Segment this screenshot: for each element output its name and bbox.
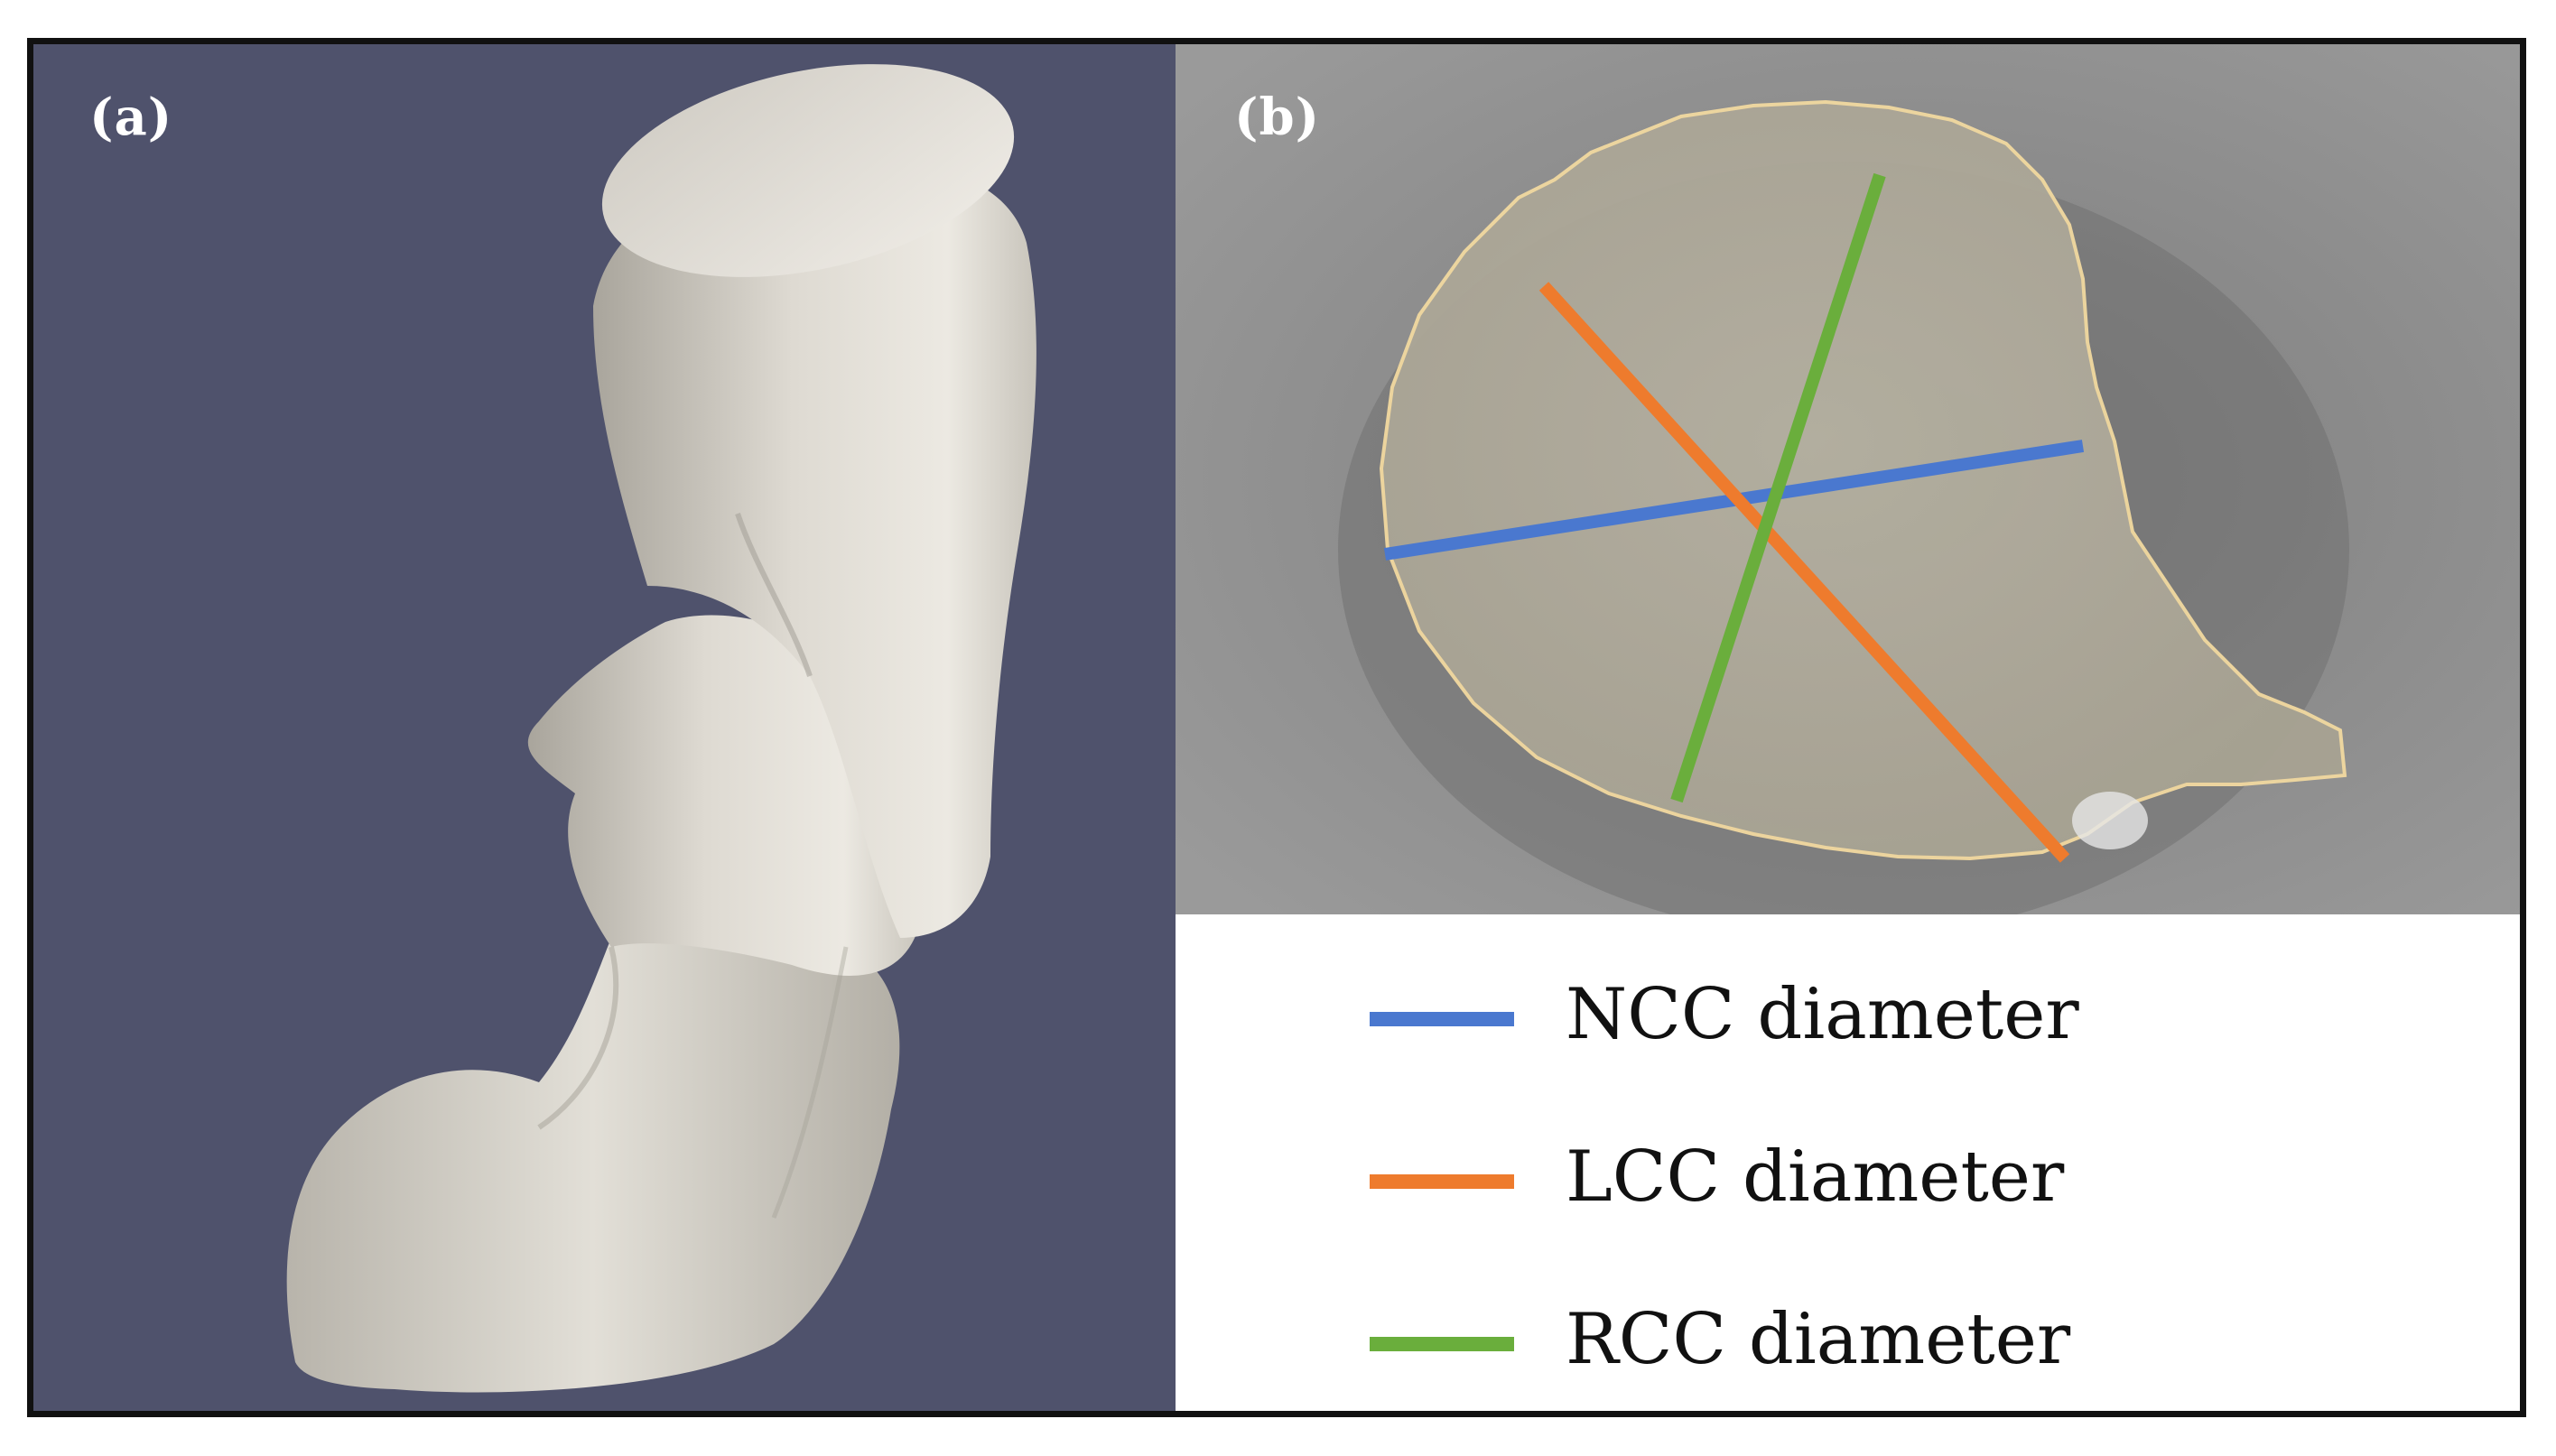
figure-frame: (a) (27, 38, 2526, 1417)
model-upper-tube (593, 161, 1036, 938)
legend-item-ncc: NCC diameter (1176, 969, 2520, 1068)
rcc-diameter-line (1670, 172, 1886, 803)
legend-swatch-lcc (1370, 1174, 1514, 1189)
legend-label-ncc: NCC diameter (1566, 974, 2079, 1055)
panel-a-3d-model: (a) (33, 44, 1176, 1411)
panel-b-ct-slice: (b) (1176, 44, 2520, 914)
model-lower-lobe (286, 923, 900, 1393)
legend-label-rcc: RCC diameter (1566, 1299, 2071, 1380)
model-top-cap (601, 64, 1015, 277)
lcc-diameter-line (1538, 282, 2070, 863)
legend: NCC diameter LCC diameter RCC diameter (1176, 914, 2520, 1411)
ct-cross-section (1176, 44, 2520, 914)
panel-a-label: (a) (89, 88, 173, 147)
legend-swatch-ncc (1370, 1012, 1514, 1026)
legend-label-lcc: LCC diameter (1566, 1136, 2065, 1218)
legend-item-lcc: LCC diameter (1176, 1131, 2520, 1230)
panel-b-label: (b) (1234, 88, 1321, 147)
aortic-root-3d-render (286, 64, 1036, 1393)
legend-item-rcc: RCC diameter (1176, 1294, 2520, 1393)
legend-swatch-rcc (1370, 1337, 1514, 1351)
